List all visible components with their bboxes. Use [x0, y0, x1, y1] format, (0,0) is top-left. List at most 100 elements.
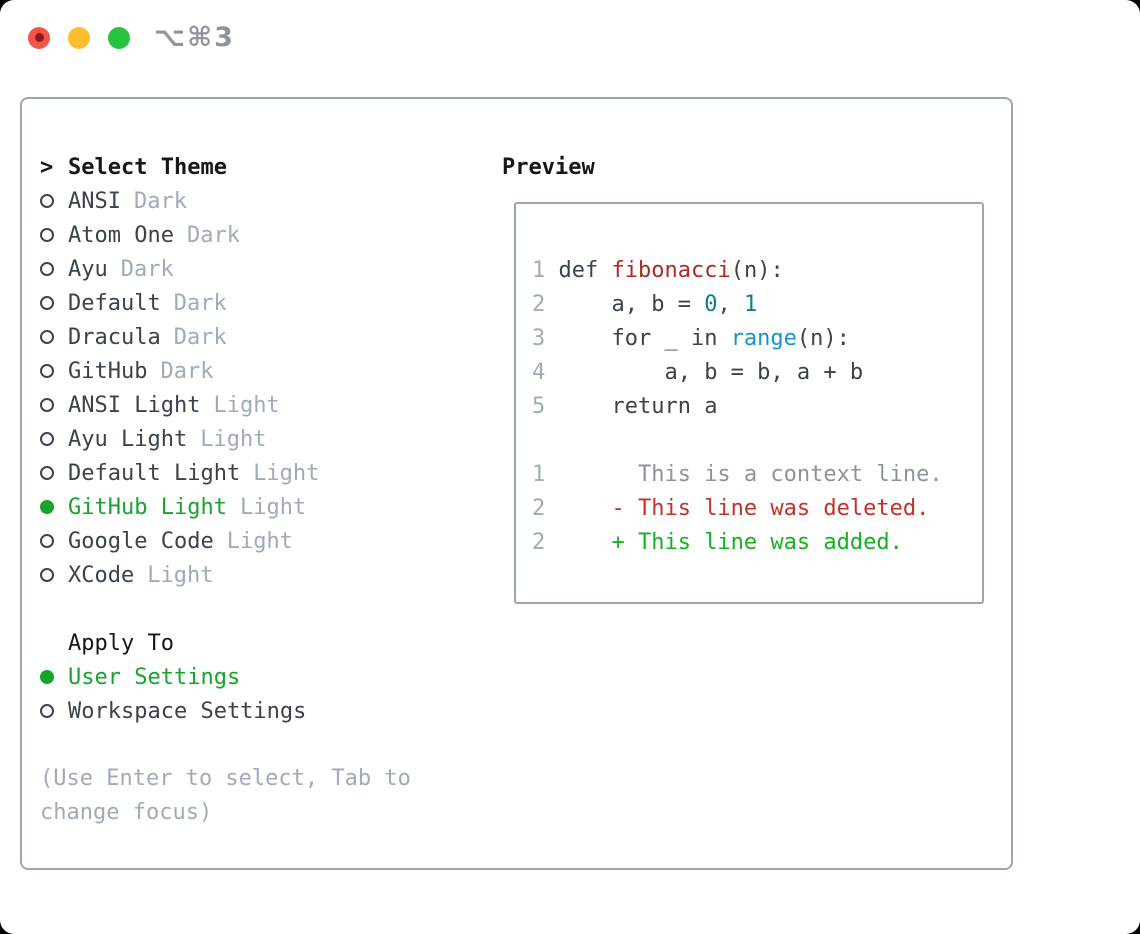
spacer: [40, 592, 424, 626]
theme-variant-tag: Dark: [173, 290, 227, 316]
theme-name: Google Code: [68, 528, 214, 554]
code-token: (n):: [730, 258, 784, 283]
theme-variant-tag: Light: [226, 528, 293, 554]
code-token: 1: [743, 292, 758, 317]
preview-label: Preview: [502, 154, 595, 180]
minimize-button[interactable]: [68, 26, 90, 49]
line-number: 5: [532, 394, 546, 419]
code-line: 1 def fibonacci(n):: [532, 254, 982, 288]
radio-icon: [40, 262, 68, 276]
line-number: 2: [532, 292, 546, 317]
code-token: def: [545, 258, 612, 283]
theme-option-ayu-light[interactable]: Ayu Light Light: [40, 422, 424, 456]
radio-icon: [40, 330, 68, 344]
code-token: fibonacci: [611, 258, 731, 283]
code-token: ,: [717, 292, 744, 317]
apply-option-name: Workspace Settings: [68, 698, 307, 724]
code-line: 5 return a: [532, 390, 982, 424]
line-number: 1: [532, 258, 546, 283]
apply-option-workspace-settings[interactable]: Workspace Settings: [40, 694, 424, 728]
line-number: 3: [532, 326, 546, 351]
theme-option-github-light[interactable]: GitHub Light Light: [40, 490, 424, 524]
theme-name: GitHub: [68, 358, 148, 384]
theme-name: Default Light: [68, 460, 241, 486]
theme-variant-tag: Dark: [133, 188, 187, 214]
theme-option-github[interactable]: GitHub Dark: [40, 354, 424, 388]
traffic-lights: [28, 26, 130, 49]
theme-option-google-code[interactable]: Google Code Light: [40, 524, 424, 558]
theme-name: Default: [68, 290, 161, 316]
theme-variant-tag: Light: [200, 426, 267, 452]
theme-variant-tag: Dark: [173, 324, 227, 350]
radio-icon: [40, 568, 68, 582]
code-line: 2 a, b = 0, 1: [532, 288, 982, 322]
radio-icon: [40, 194, 68, 208]
code-line: 3 for _ in range(n):: [532, 322, 982, 356]
radio-icon: [40, 432, 68, 446]
help-text: (Use Enter to select, Tab to change focu…: [40, 766, 411, 825]
zoom-button[interactable]: [108, 26, 130, 49]
code-token: for _ in: [545, 326, 731, 351]
theme-option-dracula[interactable]: Dracula Dark: [40, 320, 424, 354]
radio-icon: [40, 364, 68, 378]
theme-variant-tag: Light: [239, 494, 307, 520]
diff-text: + This line was added.: [545, 530, 903, 555]
radio-icon: [40, 398, 68, 412]
code-token: a, b = b, a + b: [545, 360, 864, 385]
apply-option-user-settings[interactable]: User Settings: [40, 660, 424, 694]
code-token: return a: [545, 394, 718, 419]
close-button[interactable]: [28, 26, 50, 49]
line-number: 2: [532, 530, 546, 555]
radio-icon: [40, 534, 68, 548]
radio-selected-icon: [40, 670, 68, 684]
line-number: 4: [532, 360, 546, 385]
diff-line-added: 2 + This line was added.: [532, 526, 982, 560]
theme-option-ansi[interactable]: ANSI Dark: [40, 184, 424, 218]
code-token: (n):: [796, 326, 850, 351]
preview-header: Preview: [502, 150, 984, 184]
theme-name: XCode: [68, 562, 135, 588]
theme-option-default-light[interactable]: Default Light Light: [40, 456, 424, 490]
diff-text: This is a context line.: [545, 462, 943, 487]
select-theme-label: Select Theme: [68, 154, 227, 180]
code-token: a, b =: [545, 292, 705, 317]
theme-option-default[interactable]: Default Dark: [40, 286, 424, 320]
theme-name: ANSI Light: [68, 392, 201, 418]
radio-icon: [40, 296, 68, 310]
theme-name: ANSI: [68, 188, 121, 214]
code-token: 0: [704, 292, 718, 317]
radio-icon: [40, 466, 68, 480]
prompt-icon: >: [40, 154, 54, 180]
radio-selected-icon: [40, 500, 68, 514]
theme-name: Ayu: [68, 256, 108, 282]
radio-icon: [40, 228, 68, 242]
theme-name: Dracula: [68, 324, 161, 350]
diff-line-context: 1 This is a context line.: [532, 458, 982, 492]
line-number: 2: [532, 496, 546, 521]
apply-to-label: Apply To: [68, 630, 174, 656]
theme-variant-tag: Light: [253, 460, 320, 486]
theme-variant-tag: Light: [213, 392, 280, 418]
record-dot-icon: [34, 33, 44, 42]
theme-option-ansi-light[interactable]: ANSI Light Light: [40, 388, 424, 422]
code-token: range: [730, 326, 797, 351]
theme-name: GitHub Light: [68, 494, 227, 520]
theme-name: Ayu Light: [68, 426, 188, 452]
theme-name: Atom One: [68, 222, 174, 248]
select-theme-header: > Select Theme: [40, 150, 424, 184]
titlebar: ⌥⌘3: [0, 0, 1140, 75]
apply-option-name: User Settings: [68, 664, 241, 690]
line-number: 1: [532, 462, 546, 487]
radio-icon: [40, 704, 68, 718]
theme-variant-tag: Dark: [160, 358, 214, 384]
window-title: ⌥⌘3: [154, 22, 235, 53]
